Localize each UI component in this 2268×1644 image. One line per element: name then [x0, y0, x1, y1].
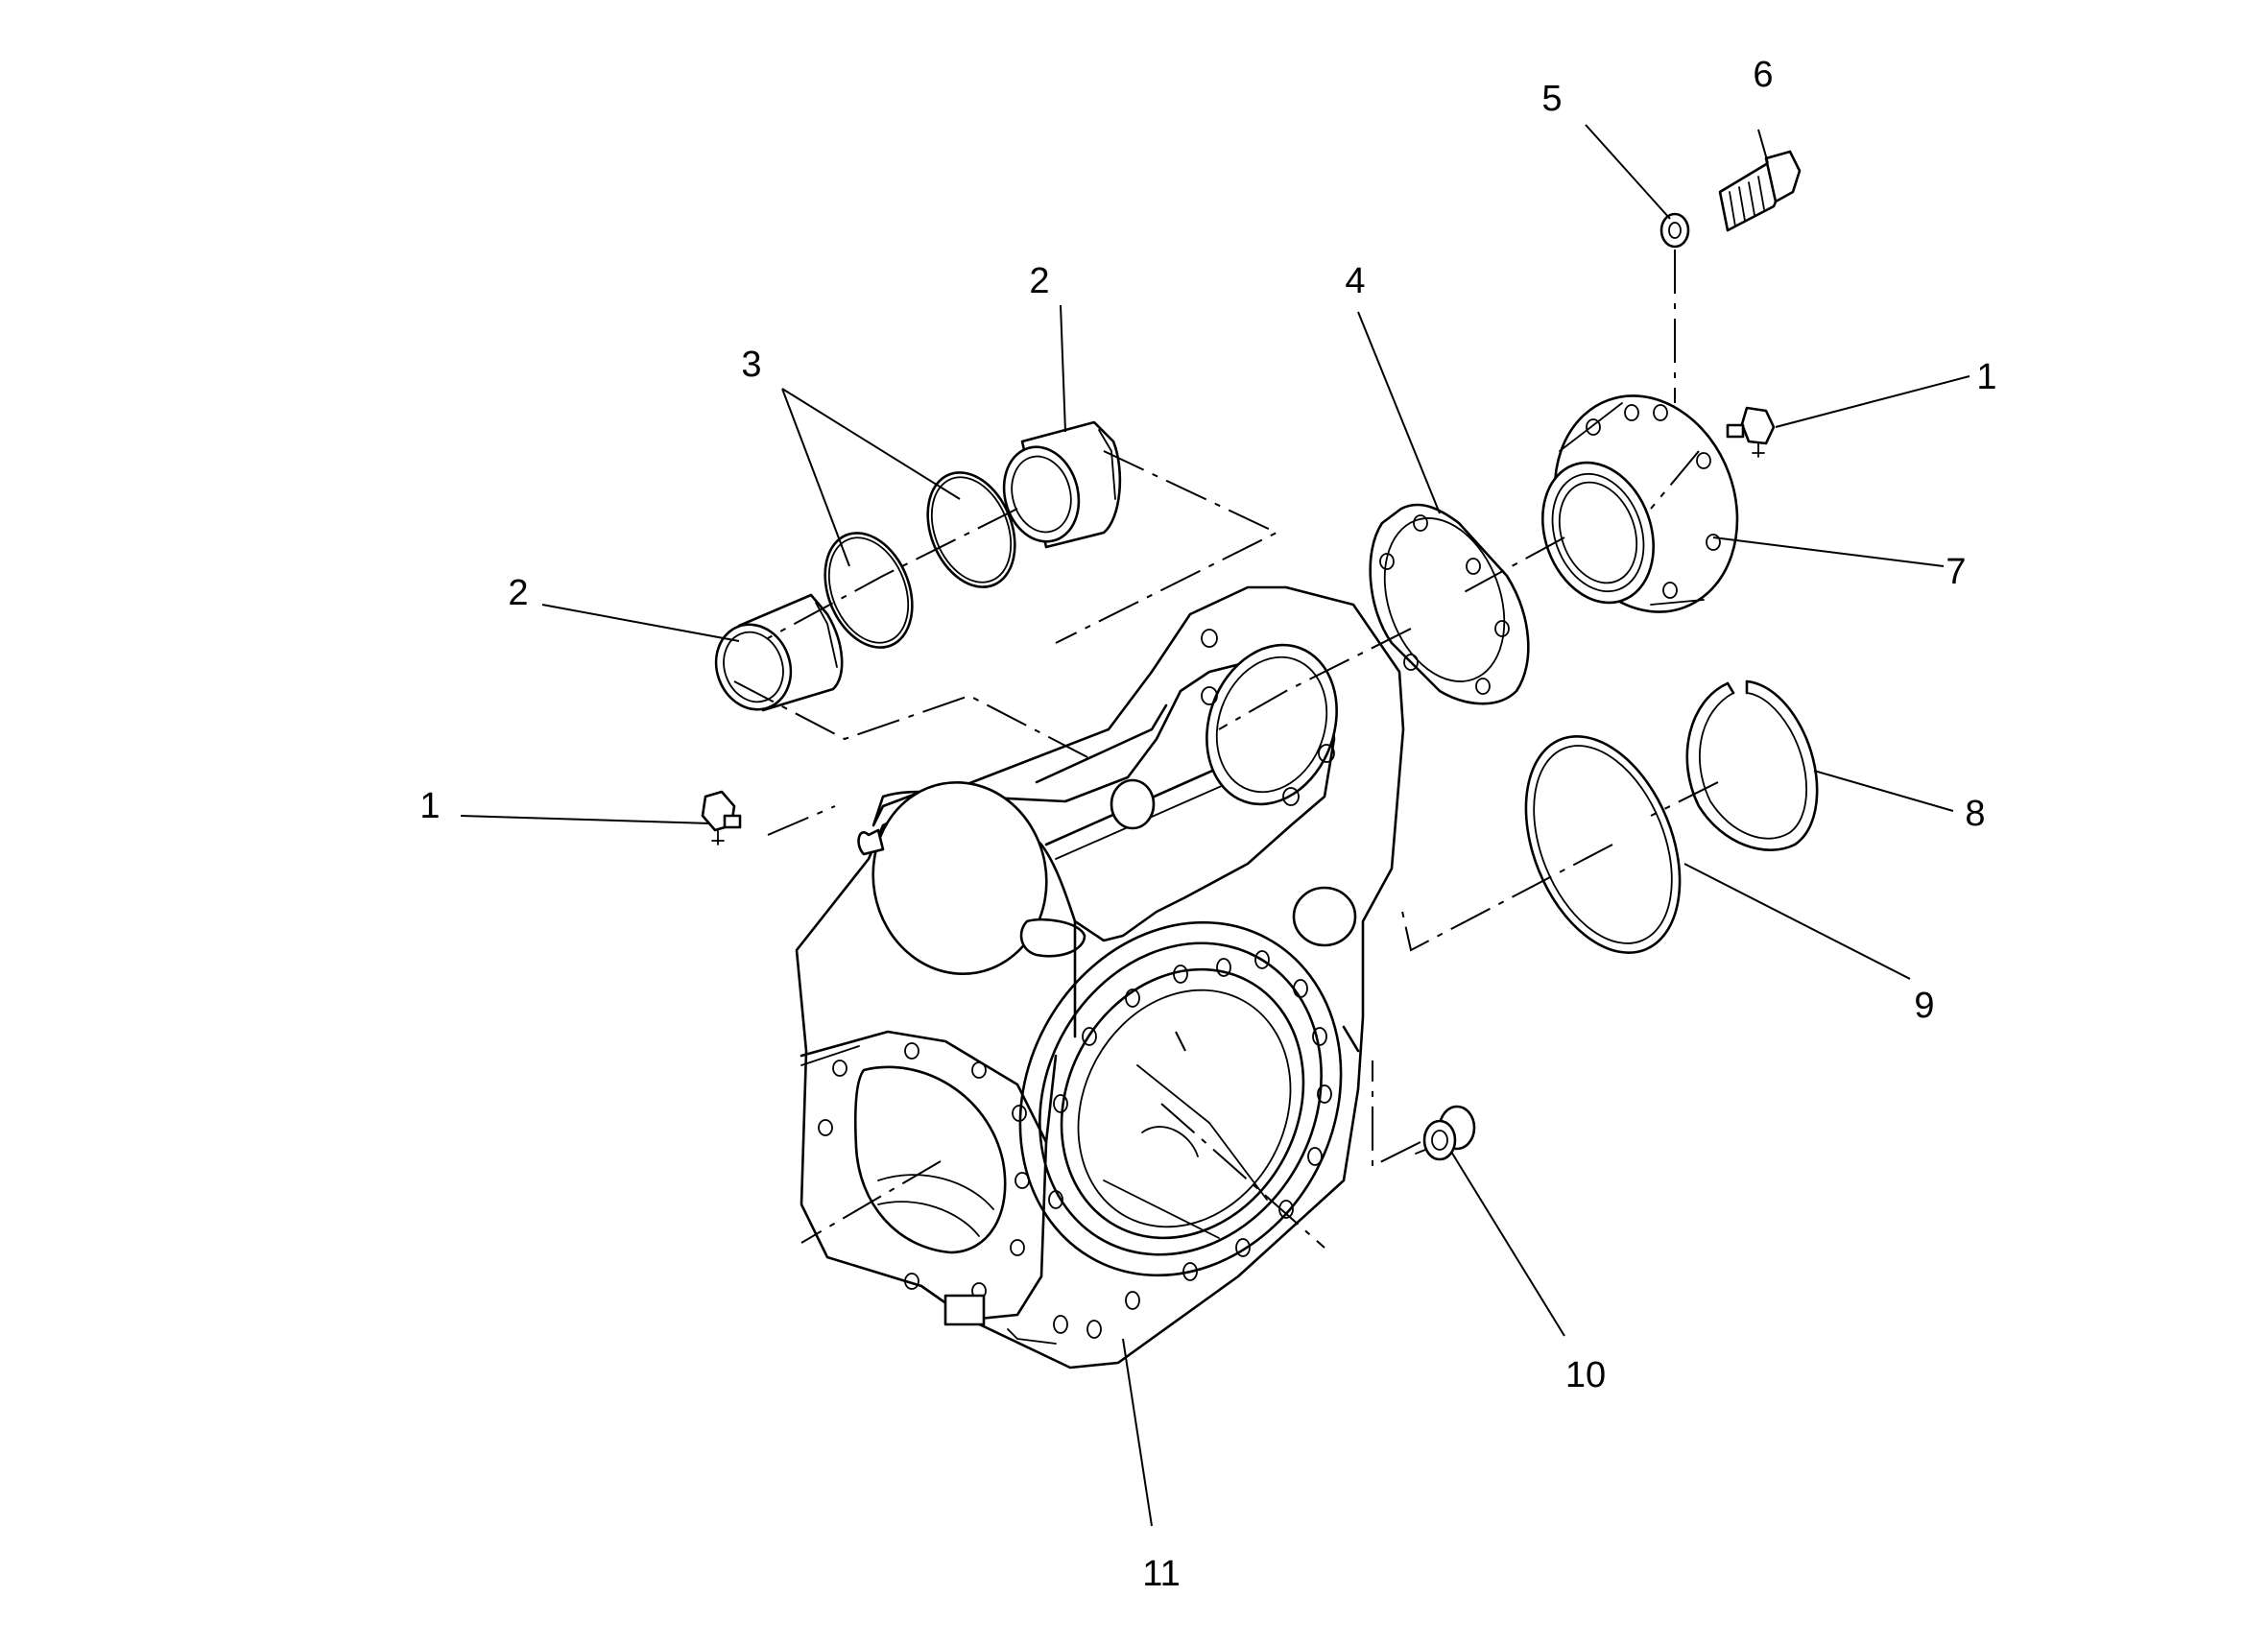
grease-fitting-left: [701, 790, 742, 846]
assembly-lines: [733, 250, 1719, 1249]
callout-labels: 1 1 2 2 3 4 5 6 7 8 9 10 11: [419, 55, 1996, 1594]
lock-washer: [1659, 212, 1690, 249]
bushing-right: [1002, 420, 1122, 549]
callout-9: 9: [1914, 986, 1934, 1026]
bolt: [1718, 150, 1802, 232]
gasket: [1369, 503, 1530, 705]
callout-1-left: 1: [419, 786, 440, 826]
bushing-left: [714, 593, 844, 712]
callout-1-right: 1: [1976, 357, 1996, 397]
grease-fitting-right: [1726, 406, 1776, 458]
callout-2-top: 2: [1029, 261, 1049, 301]
cover-flange: [1541, 394, 1739, 613]
housing: [795, 585, 1405, 1370]
seal-ring: [1524, 735, 1682, 954]
callout-7: 7: [1946, 552, 1966, 592]
callout-6: 6: [1753, 55, 1773, 95]
callout-11: 11: [1142, 1554, 1180, 1594]
callout-10: 10: [1565, 1355, 1606, 1395]
leader-lines: [460, 124, 1970, 1527]
callout-2-left: 2: [508, 573, 528, 613]
callout-8: 8: [1965, 794, 1985, 834]
snap-ring: [1685, 679, 1819, 852]
callout-3: 3: [741, 345, 761, 385]
o-ring-right: [926, 471, 1016, 588]
o-ring-left: [824, 532, 914, 649]
plug: [1415, 1105, 1476, 1161]
callout-4: 4: [1345, 261, 1365, 301]
callout-5: 5: [1541, 79, 1562, 119]
